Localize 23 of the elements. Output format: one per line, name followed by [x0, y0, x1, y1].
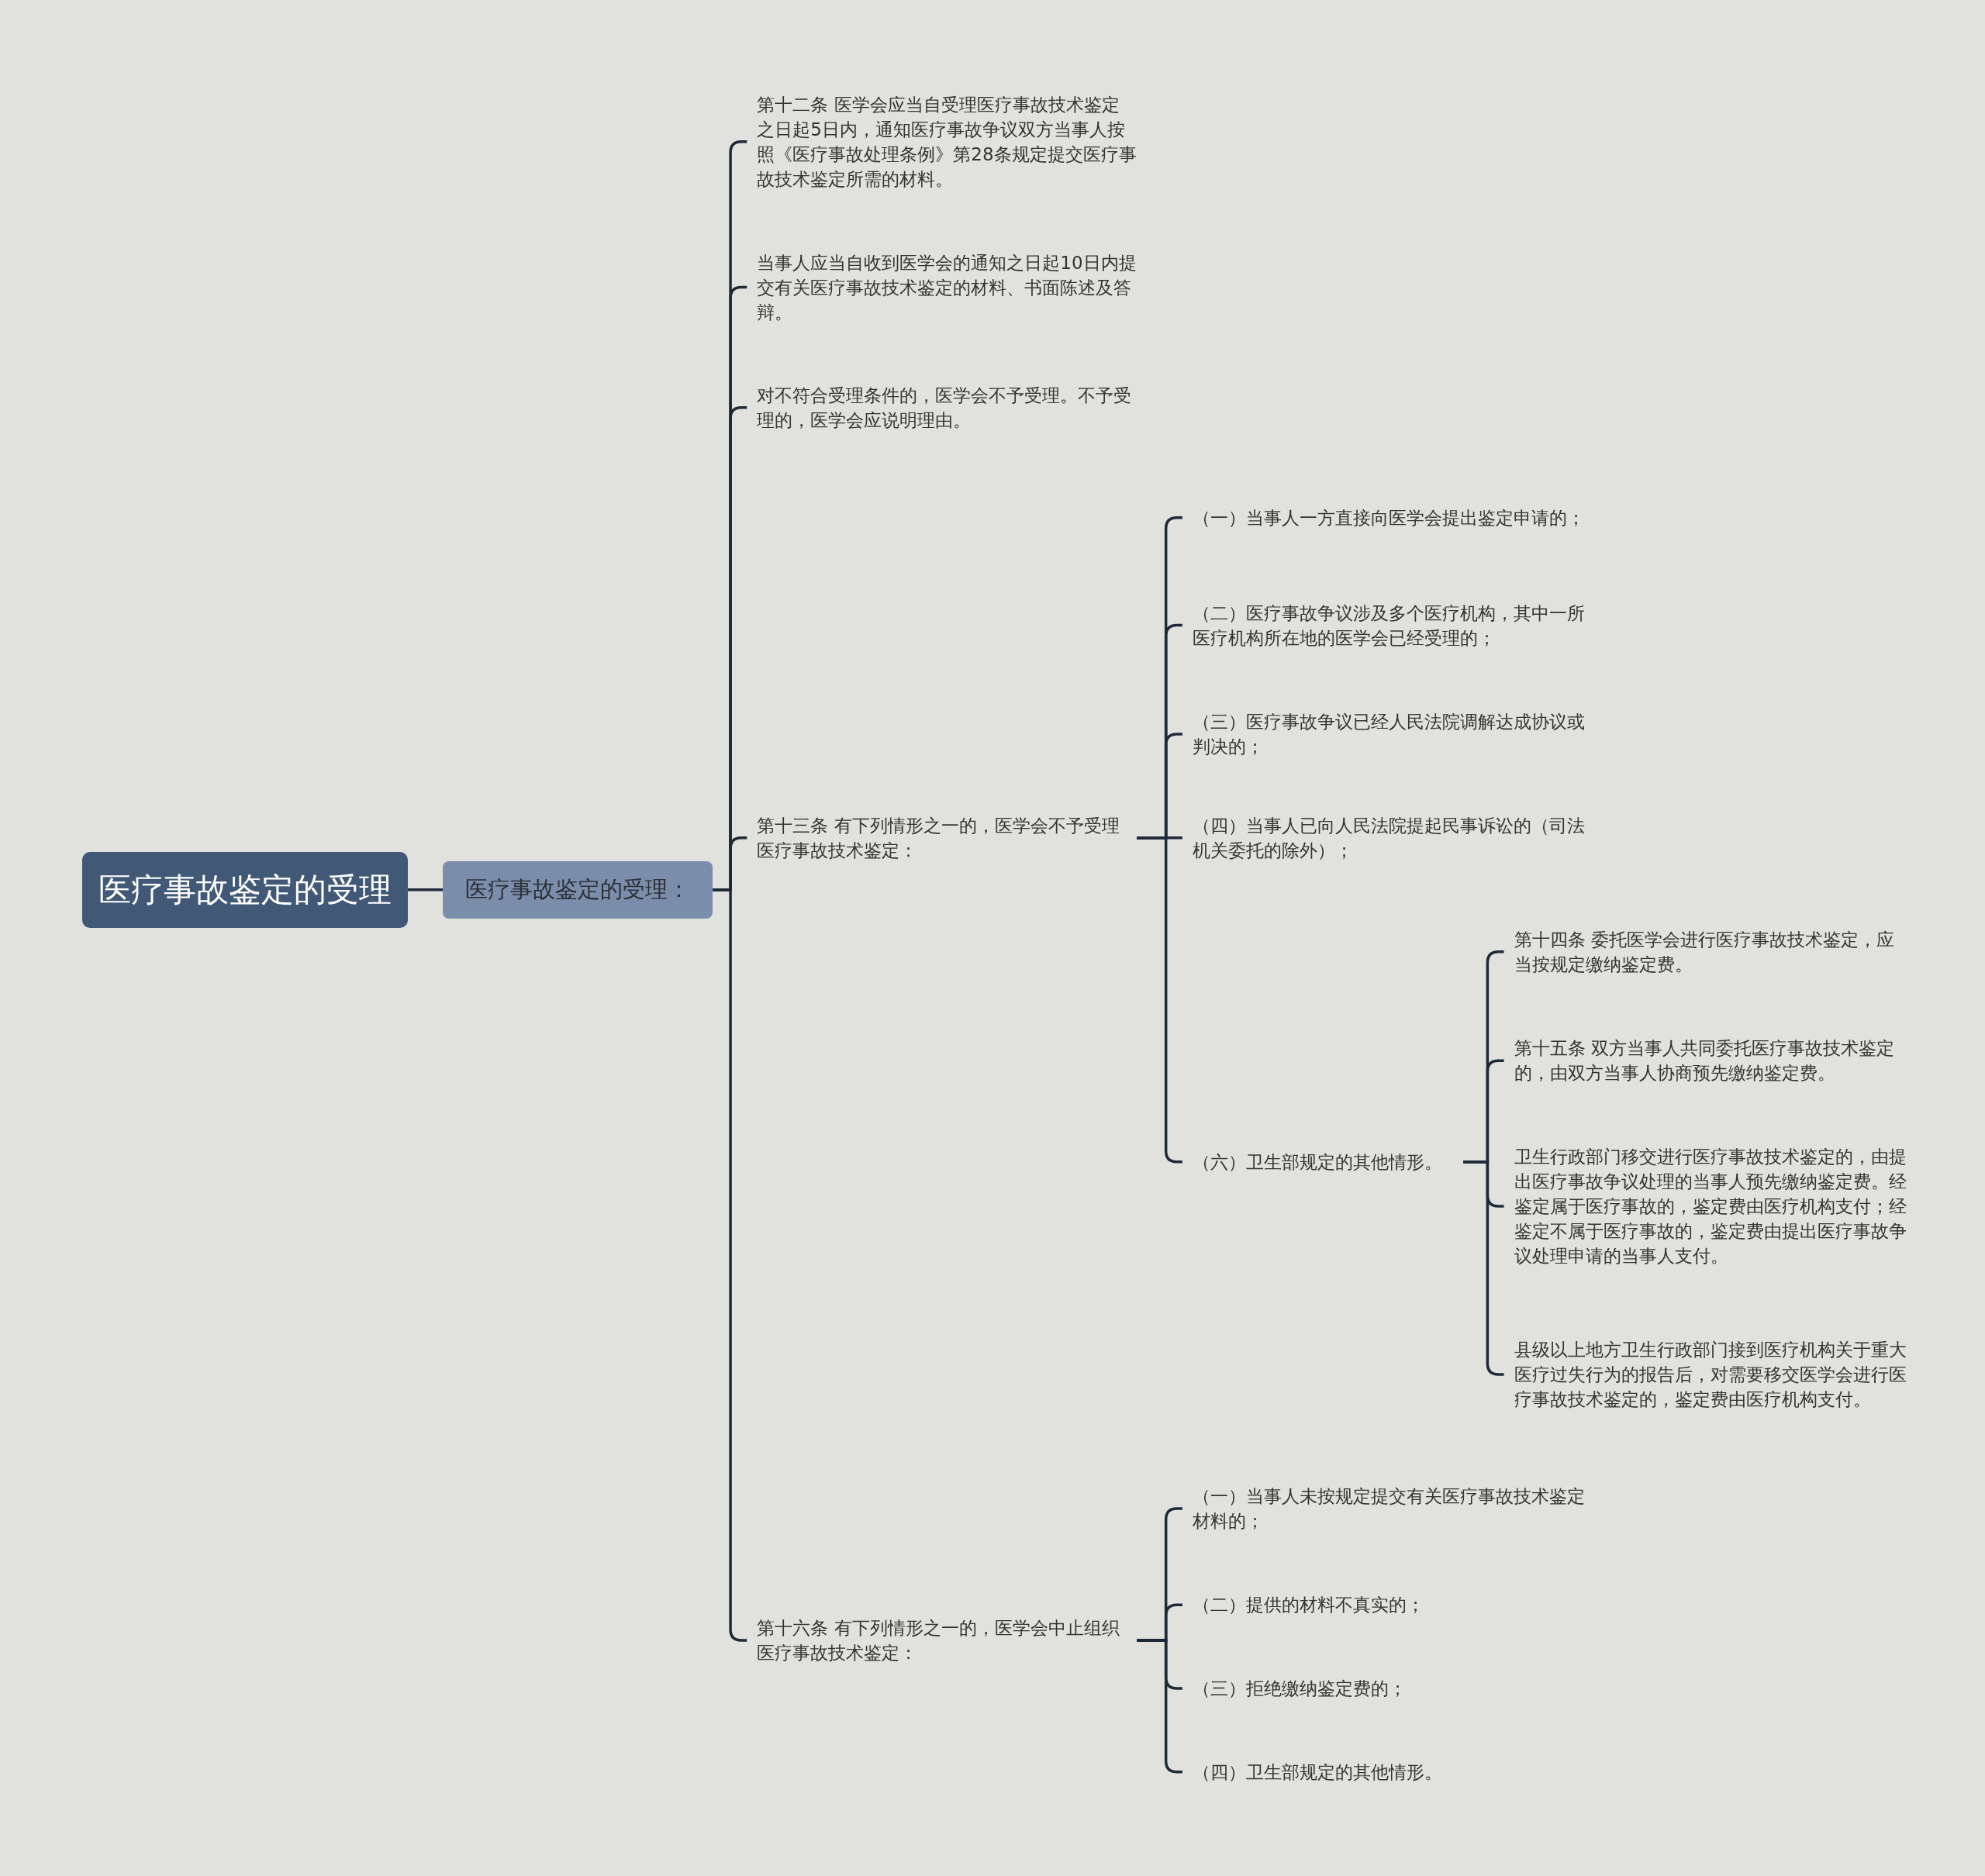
topic-text: 当事人应当自收到医学会的通知之日起10日内提交有关医疗事故技术鉴定的材料、书面陈述及答辩。: [747, 250, 1137, 325]
topic-text: 第十四条 委托医学会进行医疗事故技术鉴定，应当按规定缴纳鉴定费。: [1503, 926, 1907, 977]
topic-text: （二）提供的材料不真实的；: [1182, 1592, 1586, 1618]
topic-text: 第十三条 有下列情形之一的，医学会不予受理医疗事故技术鉴定：: [747, 812, 1137, 863]
topic-text: （四）当事人已向人民法院提起民事诉讼的（司法机关委托的除外）；: [1182, 812, 1586, 863]
topic-text: 卫生行政部门移交进行医疗事故技术鉴定的，由提出医疗事故争议处理的当事人预先缴纳鉴定费。经鉴定属于医疗事故的，鉴定费由医疗机构支付；经鉴定不属于医疗事故的，鉴定费由提出医疗事故争议处理申请的当事人支付。: [1503, 1143, 1907, 1268]
topic-text: （四）卫生部规定的其他情形。: [1182, 1759, 1586, 1785]
topic-text: 县级以上地方卫生行政部门接到医疗机构关于重大医疗过失行为的报告后，对需要移交医学会进行医疗事故技术鉴定的，鉴定费由医疗机构支付。: [1503, 1337, 1907, 1412]
branch-connector: [713, 888, 747, 1642]
topic-text: （二）医疗事故争议涉及多个医疗机构，其中一所医疗机构所在地的医学会已经受理的；: [1182, 600, 1586, 650]
topic-text: （三）拒绝缴纳鉴定费的；: [1182, 1675, 1586, 1701]
topic-text: 第十二条 医学会应当自受理医疗事故技术鉴定之日起5日内，通知医疗事故争议双方当事人按照《医疗事故处理条例》第28条规定提交医疗事故技术鉴定所需的材料。: [747, 91, 1137, 191]
topic-text: 第十六条 有下列情形之一的，医学会中止组织医疗事故技术鉴定：: [747, 1615, 1137, 1665]
root-topic-box: 医疗事故鉴定的受理: [82, 851, 408, 928]
topic-text: 第十五条 双方当事人共同委托医疗事故技术鉴定的，由双方当事人协商预先缴纳鉴定费。: [1503, 1036, 1907, 1086]
topic-text: （一）当事人一方直接向医学会提出鉴定申请的；: [1182, 505, 1586, 530]
branch-connector: [1137, 836, 1182, 1164]
branch-connector: [407, 888, 444, 891]
subtopic-box: 医疗事故鉴定的受理：: [443, 860, 713, 919]
topic-text: （一）当事人未按规定提交有关医疗事故技术鉴定材料的；: [1182, 1484, 1586, 1534]
topic-text: （六）卫生部规定的其他情形。: [1182, 1149, 1464, 1174]
topic-text: （三）医疗事故争议已经人民法院调解达成协议或判决的；: [1182, 709, 1586, 759]
topic-text: 对不符合受理条件的，医学会不予受理。不予受理的，医学会应说明理由。: [747, 382, 1137, 433]
